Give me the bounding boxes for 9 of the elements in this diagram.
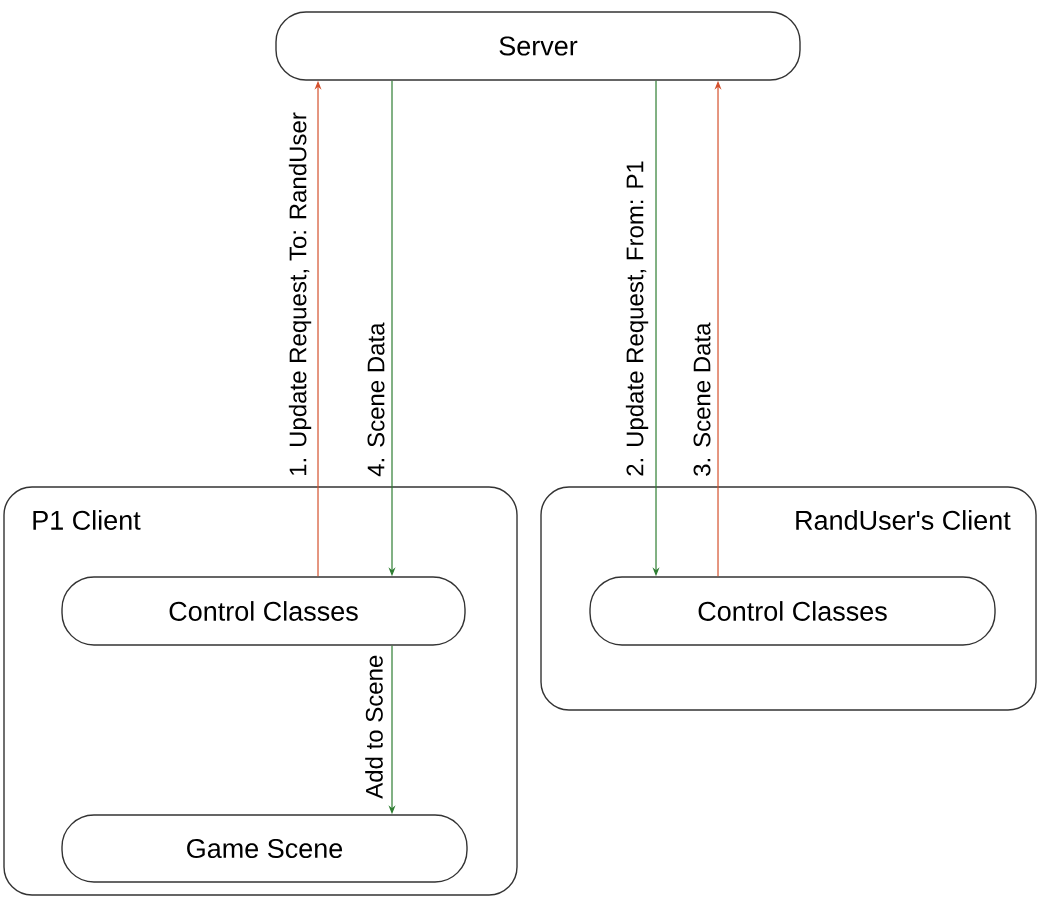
edge-label: Add to Scene [365,655,383,799]
process-box: Control Classes [61,576,466,646]
process-box: Game Scene [61,814,468,883]
edge-label: 3. Scene Data [693,322,711,476]
edge-label: 1. Update Request, To: RandUser [288,112,312,475]
edge-label: 2. Update Request, From: P1 [625,161,649,476]
edge-label: 4. Scene Data [367,322,385,477]
process-box: Control Classes [589,576,996,646]
process-box: Server [275,11,801,81]
